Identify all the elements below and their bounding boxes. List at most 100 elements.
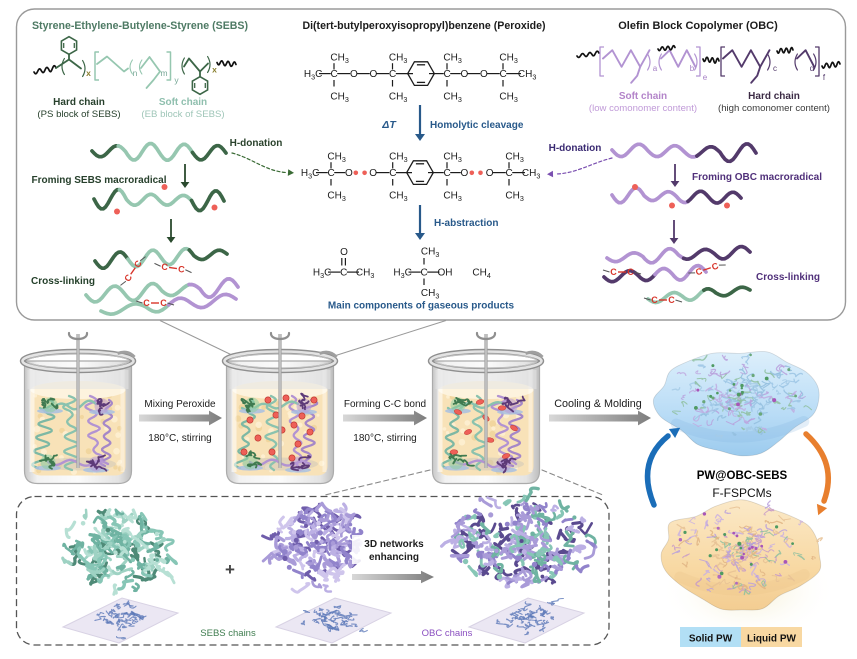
svg-text:(EB block of SEBS): (EB block of SEBS): [141, 109, 224, 120]
svg-text:CH3​: CH3​: [389, 152, 407, 165]
svg-text:CH3​: CH3​: [443, 191, 461, 204]
svg-text:Mixing Peroxide: Mixing Peroxide: [144, 399, 216, 410]
svg-text:CH3​: CH3​: [499, 53, 517, 66]
svg-text:CH3​: CH3​: [443, 53, 461, 66]
svg-text:H3​C: H3​C: [304, 69, 322, 82]
svg-text:Solid PW: Solid PW: [689, 634, 733, 645]
svg-text:CH3​: CH3​: [443, 92, 461, 105]
svg-text:H-abstraction: H-abstraction: [434, 218, 498, 229]
svg-text:Soft chain: Soft chain: [619, 91, 667, 102]
svg-text:C: C: [328, 168, 335, 179]
svg-text:O: O: [350, 69, 358, 80]
svg-text:c: c: [773, 64, 777, 73]
svg-text:Homolytic cleavage: Homolytic cleavage: [430, 120, 524, 131]
svg-text:CH3​: CH3​: [327, 191, 345, 204]
svg-text:n: n: [133, 68, 138, 78]
svg-text:CH3​: CH3​: [443, 152, 461, 165]
svg-text:C: C: [143, 298, 150, 308]
svg-text:O: O: [345, 168, 353, 179]
svg-text:Liquid PW: Liquid PW: [747, 634, 796, 645]
svg-text:CH3​: CH3​: [505, 191, 523, 204]
svg-text:C: C: [160, 298, 167, 308]
svg-text:f: f: [823, 73, 826, 82]
svg-text:CH3​: CH3​: [522, 168, 540, 181]
svg-text:(high comonomer content): (high comonomer content): [718, 103, 830, 114]
svg-text:ΔT: ΔT: [381, 119, 397, 131]
svg-text:(low comonomer content): (low comonomer content): [589, 103, 697, 114]
svg-text:H3​C: H3​C: [313, 268, 331, 281]
svg-text:x: x: [86, 68, 91, 78]
svg-text:CH3​: CH3​: [505, 152, 523, 165]
svg-text:180°C, stirring: 180°C, stirring: [148, 433, 211, 444]
svg-text:Cooling & Molding: Cooling & Molding: [554, 398, 642, 410]
svg-text:CH3​: CH3​: [389, 53, 407, 66]
svg-text:Cross-linking: Cross-linking: [756, 272, 820, 283]
svg-text:3D networks: 3D networks: [364, 539, 424, 550]
svg-text:C: C: [651, 295, 658, 305]
svg-text:Cross-linking: Cross-linking: [31, 276, 95, 287]
svg-text:Hard chain: Hard chain: [53, 97, 105, 108]
svg-text:O: O: [480, 69, 488, 80]
svg-text:CH3​: CH3​: [389, 92, 407, 105]
svg-text:OBC chains: OBC chains: [422, 628, 473, 639]
svg-text:CH3​: CH3​: [518, 69, 536, 82]
svg-text:C: C: [500, 69, 507, 80]
svg-text:enhancing: enhancing: [369, 552, 419, 563]
svg-text:C: C: [506, 168, 513, 179]
svg-text:PW@OBC-SEBS: PW@OBC-SEBS: [697, 470, 788, 482]
svg-text:CH3​: CH3​: [421, 288, 439, 301]
svg-text:a: a: [653, 64, 658, 73]
svg-text:C: C: [627, 267, 634, 277]
svg-text:Forming C-C bond: Forming C-C bond: [344, 399, 426, 410]
svg-text:CH3​: CH3​: [421, 247, 439, 260]
svg-text:O: O: [369, 168, 377, 179]
svg-text:m: m: [160, 68, 167, 78]
svg-text:C: C: [444, 69, 451, 80]
svg-text:Main components of gaseous pro: Main components of gaseous products: [328, 301, 515, 312]
svg-text:CH3​: CH3​: [330, 92, 348, 105]
svg-text:C: C: [389, 69, 396, 80]
svg-text:d: d: [810, 64, 814, 73]
svg-text:C: C: [132, 258, 144, 269]
svg-text:H3​C: H3​C: [393, 268, 411, 281]
svg-text:(PS block of SEBS): (PS block of SEBS): [37, 109, 120, 120]
svg-text:C: C: [340, 268, 347, 279]
svg-text:Olefin Block Copolymer (OBC): Olefin Block Copolymer (OBC): [618, 20, 778, 32]
svg-text:C: C: [710, 260, 720, 272]
svg-text:CH3​: CH3​: [327, 152, 345, 165]
svg-text:H3​C: H3​C: [301, 168, 319, 181]
svg-text:CH3​: CH3​: [389, 191, 407, 204]
svg-text:O: O: [370, 69, 378, 80]
svg-text:e: e: [703, 73, 708, 82]
svg-text:O: O: [340, 247, 348, 258]
svg-text:C: C: [610, 267, 617, 277]
svg-text:O: O: [486, 168, 494, 179]
svg-text:+: +: [225, 560, 235, 579]
svg-text:C: C: [178, 264, 186, 275]
svg-text:C: C: [444, 168, 451, 179]
svg-text:CH3​: CH3​: [356, 268, 374, 281]
svg-text:C: C: [389, 168, 396, 179]
svg-text:C: C: [122, 272, 134, 283]
svg-text:F-FSPCMs: F-FSPCMs: [712, 486, 771, 500]
svg-text:C: C: [161, 261, 169, 272]
svg-text:H-donation: H-donation: [230, 138, 283, 149]
svg-text:C: C: [694, 266, 704, 278]
svg-text:Di(tert-butylperoxyisopropyl)b: Di(tert-butylperoxyisopropyl)benzene (Pe…: [302, 20, 545, 32]
svg-text:CH3​: CH3​: [499, 92, 517, 105]
svg-text:Hard chain: Hard chain: [748, 91, 800, 102]
svg-text:Froming SEBS macroradical: Froming SEBS macroradical: [31, 175, 166, 186]
svg-text:b: b: [690, 64, 695, 73]
svg-text:Styrene-Ethylene-Butylene-Styr: Styrene-Ethylene-Butylene-Styrene (SEBS): [32, 20, 248, 32]
svg-text:C: C: [668, 295, 675, 305]
svg-text:C: C: [331, 69, 338, 80]
svg-text:y: y: [174, 75, 179, 85]
svg-text:Froming OBC macroradical: Froming OBC macroradical: [692, 172, 822, 183]
svg-text:CH3​: CH3​: [330, 53, 348, 66]
svg-text:CH4​: CH4​: [472, 268, 490, 281]
svg-text:O: O: [461, 69, 469, 80]
svg-text:O: O: [461, 168, 469, 179]
svg-text:Soft chain: Soft chain: [159, 97, 207, 108]
svg-text:C: C: [421, 268, 428, 279]
svg-text:x: x: [212, 65, 217, 75]
